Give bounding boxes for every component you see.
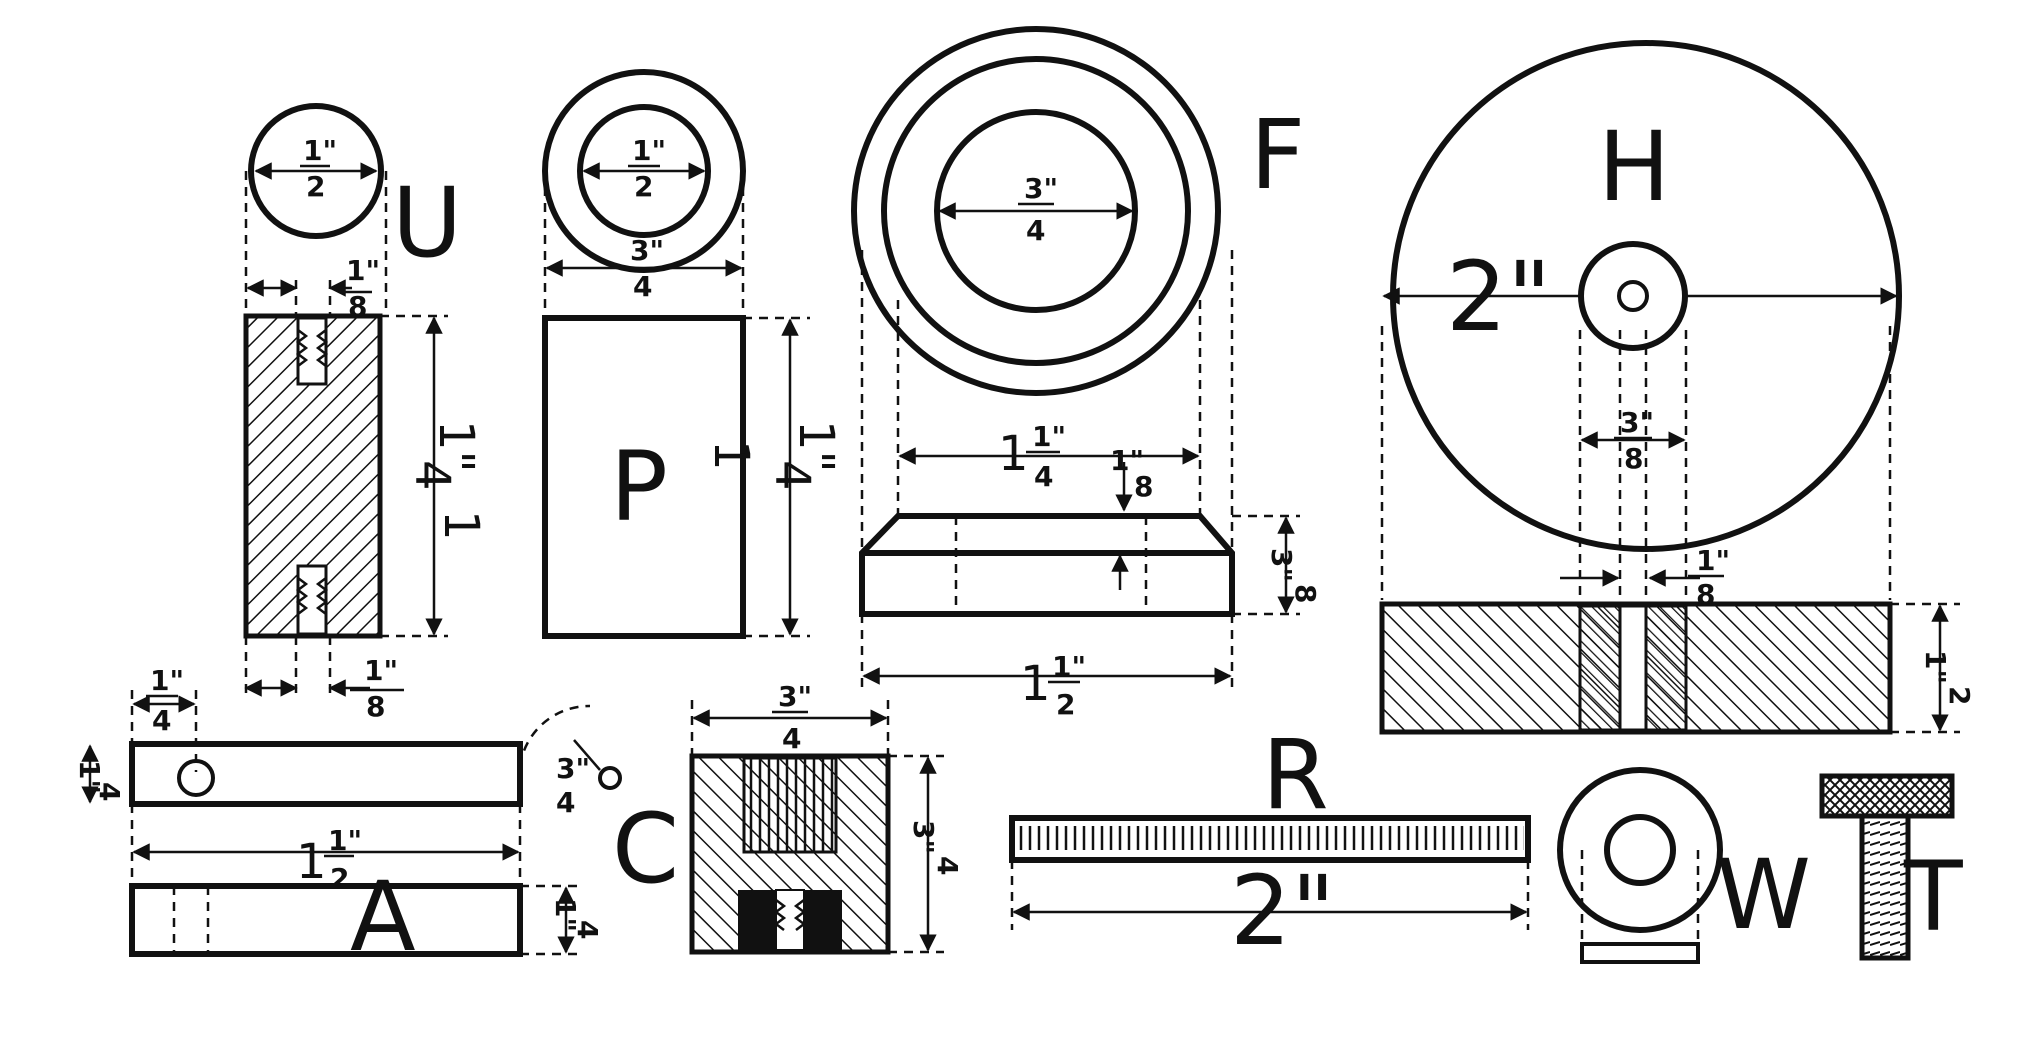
part-a-arc-den: 4 [556,786,575,819]
part-h-letter: H [1598,111,1670,223]
part-a-height-num: 1" [73,760,106,794]
part-w-washer [1557,767,1723,933]
part-f-side-den: 8 [1289,584,1322,603]
part-c-top-den: 4 [782,722,801,755]
part-h: H 2" 3" 8 1" 8 1" 2 [1379,40,1976,735]
part-p-side-den: 4 [764,460,820,491]
part-a-side-view [129,883,523,957]
part-u-bot-den: 8 [366,690,385,723]
part-a-side-den: 4 [571,920,604,939]
part-r-length: 2" [1230,855,1335,967]
part-u-small-den: 8 [348,290,367,323]
part-c-side-num: 3" [907,820,940,854]
part-u-small-num: 1" [346,254,380,287]
part-t: T [1819,773,1963,961]
part-u-side-num: 1" [428,420,484,473]
part-u-top-view [248,103,384,239]
part-a-length-num: 1" [328,824,362,857]
part-f-bevel-num: 1" [1110,444,1144,477]
part-c-top-num: 3" [778,680,812,713]
part-f-side-view [859,513,1235,617]
part-p-top-num: 1" [632,134,666,167]
part-a-length-den: 2 [330,862,349,895]
part-h-hole-num: 3" [1620,406,1654,439]
part-w: W [1557,767,1811,964]
part-r-letter: R [1262,719,1329,831]
part-u-side-den: 4 [404,460,460,491]
part-a-hole [177,759,215,797]
part-p-top-den: 2 [634,170,653,203]
part-h-side-num: 1" [1919,650,1952,684]
part-a-arc-num: 3" [556,752,590,785]
part-p-width-num: 3" [630,234,664,267]
part-f-outer-circle [851,26,1221,396]
part-h-slot-num: 1" [1696,544,1730,577]
part-p: 1" 2 3" 4 P 1 1" 4 [542,69,844,639]
part-a-hole-den: 4 [152,704,171,737]
part-f-mid-num: 1" [1032,420,1066,453]
part-u-letter: U [392,167,462,279]
part-h-hole-den: 8 [1624,442,1643,475]
part-f-mid-den: 4 [1034,460,1053,493]
part-f-top-den: 4 [1026,214,1045,247]
part-f-hole [934,109,1138,313]
part-u-bot-num: 1" [364,654,398,687]
part-f-top-num: 3" [1024,172,1058,205]
part-u-side-whole: 1 [433,510,489,541]
part-h-axle-hole [1617,280,1649,312]
part-w-letter: W [1716,839,1811,951]
part-p-inner-hole [577,104,711,238]
part-p-side-whole: 1 [703,440,759,471]
part-h-radius: 2" [1446,241,1551,353]
part-h-hub [1578,241,1688,351]
part-w-hole [1604,814,1676,886]
part-c: 3" 4 C 3" 4 [612,680,964,955]
part-f-mid-whole: 1 [998,426,1029,482]
part-c-letter: C [612,793,679,905]
part-a-height-den: 4 [93,782,126,801]
part-c-slot [742,756,838,854]
part-c-side-den: 4 [931,856,964,875]
part-t-threaded-shank [1859,813,1911,961]
part-f-side-num: 3" [1265,548,1298,582]
part-p-letter: P [610,431,668,543]
part-f-bot-den: 2 [1056,688,1075,721]
part-p-width-den: 4 [633,270,652,303]
part-a-side-num: 1" [549,898,582,932]
part-w-side-view [1580,942,1700,964]
part-f-bevel-circle [881,56,1191,366]
part-a-length-whole: 1 [296,834,327,890]
part-a-letter: A [350,861,416,973]
part-p-side-view [542,315,746,639]
part-t-knurled-head [1819,773,1955,819]
part-f-bevel-den: 8 [1134,470,1153,503]
part-u: 1" 2 U 1" 8 1" 4 1 1" 8 [243,103,489,723]
part-r-rod [1009,815,1531,863]
part-f: 3" 4 F 1 1" 4 1" 8 3" 8 1 1" 2 [851,26,1322,721]
part-f-letter: F [1250,99,1305,211]
part-a: 1" 4 1" 4 3" 4 1 1" 2 A 1" 4 [73,664,622,973]
part-p-side-num: 1" [788,420,844,473]
part-r: R 2" [1009,719,1531,967]
part-t-letter: T [1903,841,1963,953]
part-f-bot-num: 1" [1052,650,1086,683]
part-u-top-num: 1" [303,134,337,167]
part-a-hole-num: 1" [150,664,184,697]
part-u-top-den: 2 [306,170,325,203]
part-h-side-den: 2 [1943,686,1976,705]
part-f-bot-whole: 1 [1020,656,1051,712]
